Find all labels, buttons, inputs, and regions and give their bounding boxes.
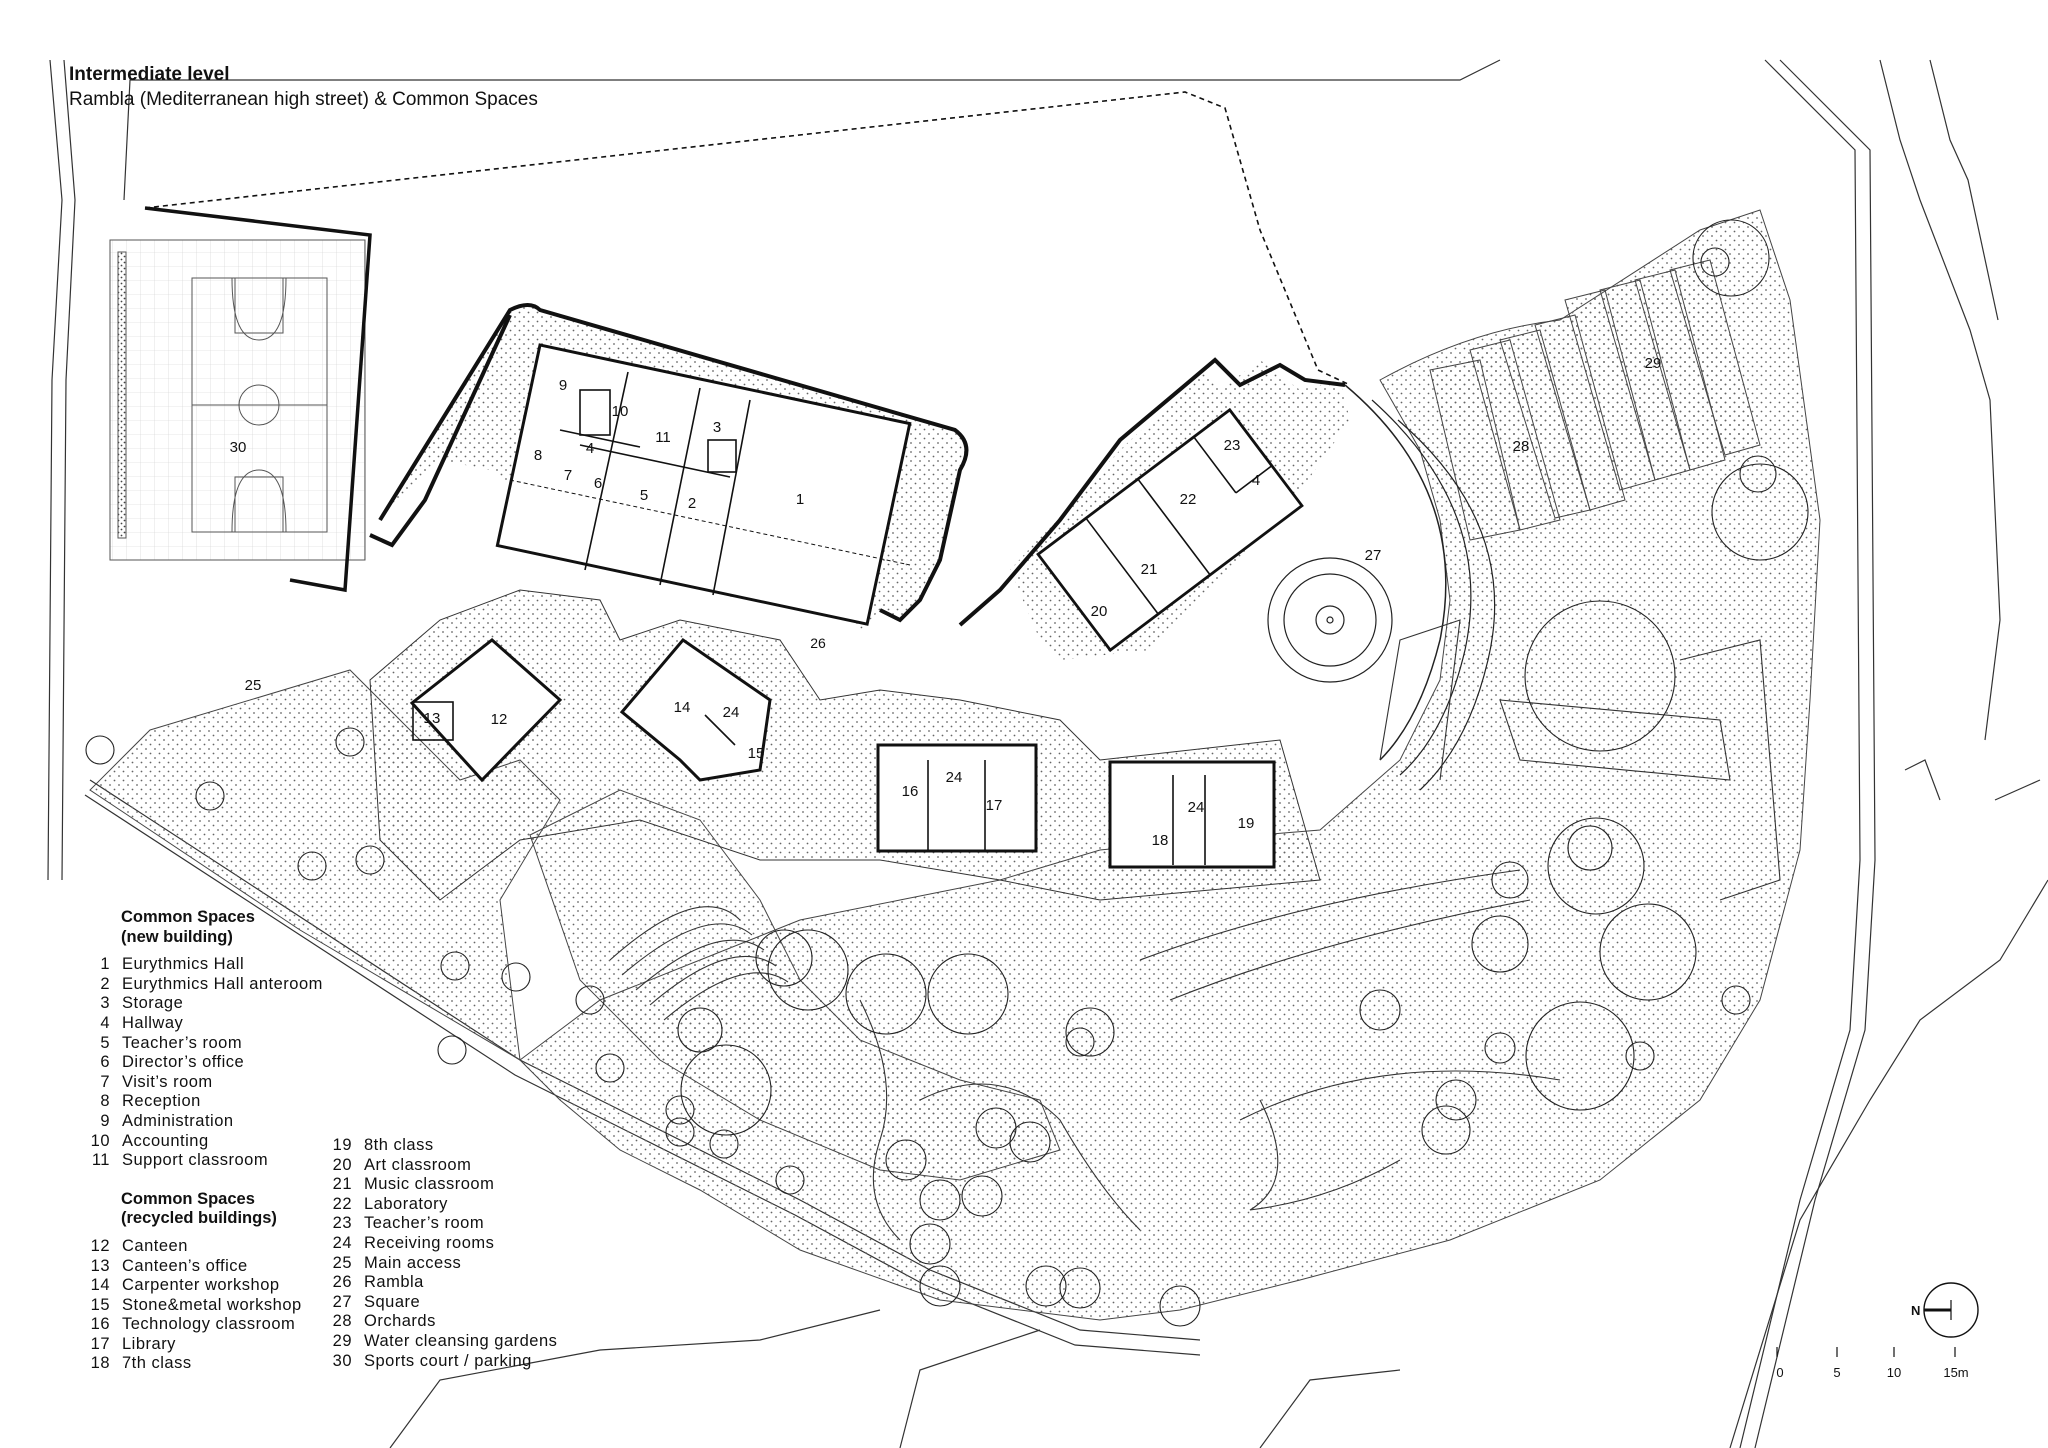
- new-building: [369, 303, 969, 630]
- plan-label: 6: [594, 475, 602, 492]
- trees: [85, 219, 1809, 1327]
- scale-tick-label: 0: [1776, 1365, 1783, 1380]
- page-title: Intermediate level: [69, 64, 230, 85]
- scale-labels: 0 5 10 15m: [1776, 1365, 1968, 1380]
- orchards: [1429, 314, 1626, 541]
- amphitheatre: [609, 619, 1781, 1241]
- plan-label: 11: [655, 429, 671, 446]
- sports-court: [109, 239, 366, 561]
- water-gardens: [1564, 259, 1761, 491]
- dashed-boundary: [144, 91, 1351, 386]
- plan-label: 18: [1152, 832, 1169, 849]
- classroom-dividers: [412, 701, 1206, 865]
- plan-label: 24: [946, 769, 963, 786]
- scale-tick-label: 10: [1887, 1365, 1901, 1380]
- plan-label: 16: [902, 783, 919, 800]
- plan-label: 23: [1224, 437, 1241, 454]
- plan-label: 3: [713, 419, 721, 436]
- plan-label: 27: [1365, 547, 1382, 564]
- square: [1267, 384, 1496, 791]
- legend-heading-new: Common Spaces: [121, 908, 255, 926]
- plan-label: 9: [559, 377, 567, 394]
- plan-label: 26: [810, 635, 826, 651]
- plan-label: 12: [491, 711, 508, 728]
- plan-label: 4: [586, 440, 594, 457]
- plan-label: 22: [1180, 491, 1197, 508]
- compass-label: N: [1911, 1303, 1920, 1318]
- east-wing: [958, 357, 1350, 660]
- plan-label: 1: [796, 491, 804, 508]
- plan-label: 29: [1645, 355, 1662, 372]
- classroom-blocks: [409, 637, 1276, 869]
- plan-label: 10: [612, 403, 629, 420]
- plan-label: 8: [534, 447, 542, 464]
- page-subtitle: Rambla (Mediterranean high street) & Com…: [69, 89, 538, 110]
- legend-heading-recycled: (recycled buildings): [121, 1209, 277, 1228]
- plan-label: 4: [1252, 472, 1260, 489]
- plan-label: 15: [748, 745, 765, 762]
- plan-label: 30: [230, 439, 247, 456]
- plan-label: 13: [424, 710, 441, 727]
- plan-label: 5: [640, 487, 648, 504]
- plan-labels: 1 2 3 4 5 6 7 8 9 10 11 12 13 14 15 16 2…: [230, 355, 1662, 849]
- legend-heading-recycled: Common Spaces: [121, 1189, 255, 1208]
- plan-label: 17: [986, 797, 1003, 814]
- plan-label: 19: [1238, 815, 1255, 832]
- legend-heading-new: (new building): [121, 927, 233, 946]
- recycled-buildings: [369, 589, 1321, 901]
- scale-bar: [1776, 1347, 1956, 1357]
- plan-label: 7: [564, 467, 572, 484]
- plan-label: 28: [1513, 438, 1530, 455]
- site-boundaries: [47, 59, 2048, 1448]
- plan-label: 24: [1188, 799, 1205, 816]
- scale-tick-label: 5: [1833, 1365, 1840, 1380]
- plan-label: 24: [723, 704, 740, 721]
- plan-label: 20: [1091, 603, 1108, 620]
- plan-label: 2: [688, 495, 696, 512]
- north-compass-icon: [1923, 1282, 1979, 1338]
- sports-court-edge: [144, 206, 372, 593]
- plan-label: 21: [1141, 561, 1158, 578]
- scale-tick-label: 15m: [1943, 1365, 1968, 1380]
- plan-label: 25: [245, 677, 262, 694]
- plan-label: 14: [674, 699, 691, 716]
